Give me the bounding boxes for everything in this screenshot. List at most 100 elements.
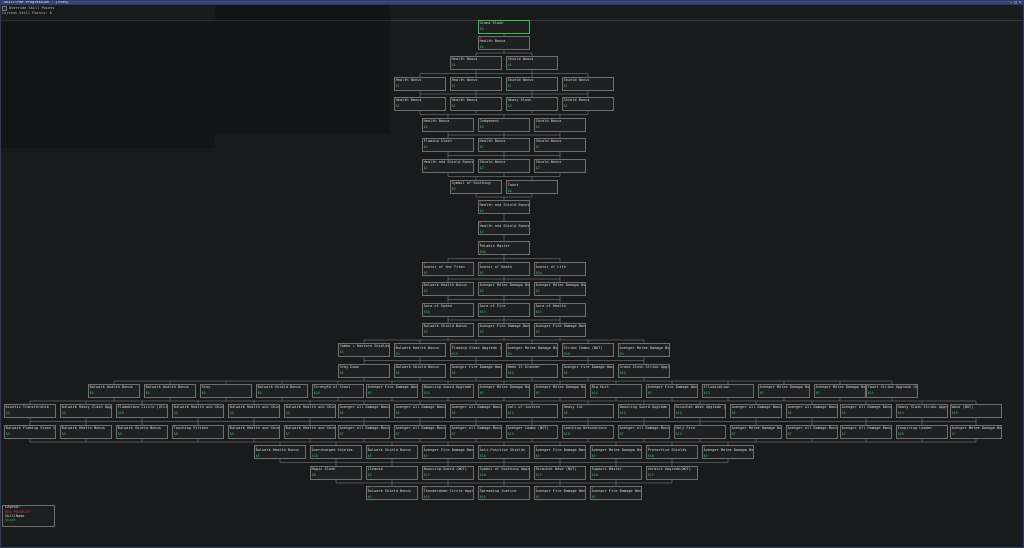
skill-node[interactable]: Health Bonus$1 bbox=[394, 97, 446, 111]
skill-node[interactable]: Avenger All Damage Bonus$5 bbox=[786, 404, 838, 418]
skill-node[interactable]: Bouncing Sword (NOT)$12 bbox=[422, 466, 474, 480]
skill-node[interactable]: Avenger All Damage Bonus$5 bbox=[338, 404, 390, 418]
skill-node[interactable]: Illumination$13 bbox=[702, 384, 754, 398]
skill-node[interactable]: Aura of Health$15 bbox=[534, 303, 586, 317]
skill-node[interactable]: Bulwark Health and Shield Bonus$5 bbox=[228, 425, 280, 439]
skill-node[interactable]: Ricochet Wave Upgrade (NOT)$10 bbox=[674, 404, 726, 418]
skill-node[interactable]: Bulwark Health Bonus$5 bbox=[60, 425, 112, 439]
skill-node[interactable]: Bulwark Health and Shield Bonus$7 bbox=[284, 425, 336, 439]
skill-node[interactable]: Bulwark Health and Shield Bonus$5 bbox=[284, 404, 336, 418]
skill-node[interactable]: Judgement$3 bbox=[478, 118, 530, 132]
skill-node[interactable]: Verdict Upgrade(NOT)$12 bbox=[646, 466, 698, 480]
skill-node[interactable]: Bulwark Health Bonus$5 bbox=[88, 384, 140, 398]
skill-node[interactable]: Bulwark Health Bonus$5 bbox=[422, 282, 474, 296]
skill-node[interactable]: Health Bonus$1 bbox=[450, 56, 502, 70]
skill-node[interactable]: Avenger All Damage Bonus$7 bbox=[394, 425, 446, 439]
skill-node[interactable]: Avenger Melee Damage Bonus$5 bbox=[478, 384, 530, 398]
skill-node[interactable]: Shield Bonus$2 bbox=[534, 138, 586, 152]
skill-node[interactable]: Magic Slash$8 bbox=[310, 466, 362, 480]
skill-node[interactable]: Symbol of Soothing Upgrade (NOT)$10 bbox=[478, 466, 530, 480]
skill-node[interactable]: Health Bonus$2 bbox=[422, 118, 474, 132]
skill-node[interactable]: Avenger Fire Damage Bonus$5 bbox=[366, 384, 418, 398]
skill-node[interactable]: Shield Bonus$2 bbox=[534, 159, 586, 173]
skill-node[interactable]: Shield Bonus$2 bbox=[534, 118, 586, 132]
skill-node[interactable]: Stay Down$5 bbox=[338, 364, 390, 378]
skill-node[interactable]: Heavy Slash$3 bbox=[506, 97, 558, 111]
skill-node[interactable]: Make It Grander$20 bbox=[506, 364, 558, 378]
skill-node[interactable]: Bulwark Shield Bonus$5 bbox=[394, 364, 446, 378]
skill-node[interactable]: Health and Shield Bonus$2 bbox=[422, 159, 474, 173]
skill-node[interactable]: Avenger Melee Damage Bonus$7 bbox=[730, 425, 782, 439]
skill-node[interactable]: Call of Justice$13 bbox=[506, 404, 558, 418]
skill-node[interactable]: Avenger All Damage Bonus$5 bbox=[730, 404, 782, 418]
skill-node[interactable]: Avenger All Damage Bonus$7 bbox=[338, 425, 390, 439]
skill-node[interactable]: Wave (NOT)$15 bbox=[950, 404, 1002, 418]
skill-node[interactable]: Avenger Fire Damage Bonus$5 bbox=[646, 384, 698, 398]
skill-node[interactable]: Health Bonus$1 bbox=[450, 77, 502, 91]
skill-node[interactable]: Avenger Fire Damage Bonus$5 bbox=[534, 323, 586, 337]
skill-node[interactable]: Support Master$10 bbox=[590, 466, 642, 480]
skill-node[interactable]: Avenger All Damage Bonus$5 bbox=[450, 404, 502, 418]
skill-node[interactable]: Aura of Speed$10 bbox=[422, 303, 474, 317]
skill-node[interactable]: Shield Bonus$2 bbox=[478, 159, 530, 173]
skill-node[interactable]: Avenger Combo (NOT)$15 bbox=[506, 425, 558, 439]
skill-node[interactable]: Avenger Melee Damage Bonus$5 bbox=[758, 384, 810, 398]
skill-node[interactable]: Avenger All Damage Bonus$7 bbox=[786, 425, 838, 439]
skill-node[interactable]: Taunt Strike Upgrade (NOT)$15 bbox=[866, 384, 918, 398]
skill-node[interactable]: Aura of Fire$13 bbox=[478, 303, 530, 317]
skill-node[interactable]: Health Bonus$2 bbox=[478, 138, 530, 152]
skill-node[interactable]: Bulwark Heavy Slash Upgrade (NOT)$5 bbox=[60, 404, 112, 418]
skill-node[interactable]: Shield Bonus$1 bbox=[562, 97, 614, 111]
skill-node[interactable]: Shield Bonus$1 bbox=[562, 77, 614, 91]
skill-node[interactable]: Bouncing Sword Upgrade (NOT)$10 bbox=[422, 384, 474, 398]
skill-node[interactable]: Bulwark Shield Bonus$5 bbox=[116, 425, 168, 439]
skill-node[interactable]: Avenger Melee Damage Bonus$5 bbox=[478, 282, 530, 296]
skill-node[interactable]: Bouncing Sword Upgrade (NOT)$10 bbox=[618, 404, 670, 418]
skill-node[interactable]: Bulwark Health and Shield Bonus$5 bbox=[172, 404, 224, 418]
skill-node[interactable]: Shield Bonus$1 bbox=[506, 56, 558, 70]
skill-node[interactable]: Symbol of Soothing$3 bbox=[450, 180, 502, 194]
skill-node[interactable]: Holy Fire$12 bbox=[674, 425, 726, 439]
skill-node[interactable]: Leeching Detonations$10 bbox=[562, 425, 614, 439]
window-controls[interactable]: — □ ✕ bbox=[1010, 0, 1021, 4]
skill-node[interactable]: Grand Slash$5 bbox=[478, 20, 530, 34]
skill-node[interactable]: Avenger Melee Damage Bonus$5 bbox=[534, 282, 586, 296]
skill-node[interactable]: Avenger All Damage Bonus$7 bbox=[450, 425, 502, 439]
skill-node[interactable]: Avenger Melee Damage Bonus$5 bbox=[534, 384, 586, 398]
skill-node[interactable]: Inspiring Leader$10 bbox=[896, 425, 948, 439]
skill-node[interactable]: Ricochet Wave (NOT)$12 bbox=[534, 466, 586, 480]
skill-node[interactable]: Kinetic Transference$5 bbox=[4, 404, 56, 418]
skill-node[interactable]: Heavy Cut$8 bbox=[562, 404, 614, 418]
skill-node[interactable]: Stay$5 bbox=[200, 384, 252, 398]
skill-node[interactable]: Avenger Melee Damage Bonus$7 bbox=[950, 425, 1002, 439]
skill-node[interactable]: Health Bonus$1 bbox=[450, 97, 502, 111]
skill-node[interactable]: Bulwark Shield Bonus$5 bbox=[256, 384, 308, 398]
skill-node[interactable]: Shield Bonus$1 bbox=[506, 77, 558, 91]
skill-node[interactable]: Avenger Fire Damage Bonus$5 bbox=[478, 323, 530, 337]
skill-node[interactable]: Bulwark Health and Shield Bonus$5 bbox=[228, 404, 280, 418]
skill-node[interactable]: Avenger All Damage Bonus$5 bbox=[394, 404, 446, 418]
override-checkbox[interactable] bbox=[2, 6, 7, 11]
